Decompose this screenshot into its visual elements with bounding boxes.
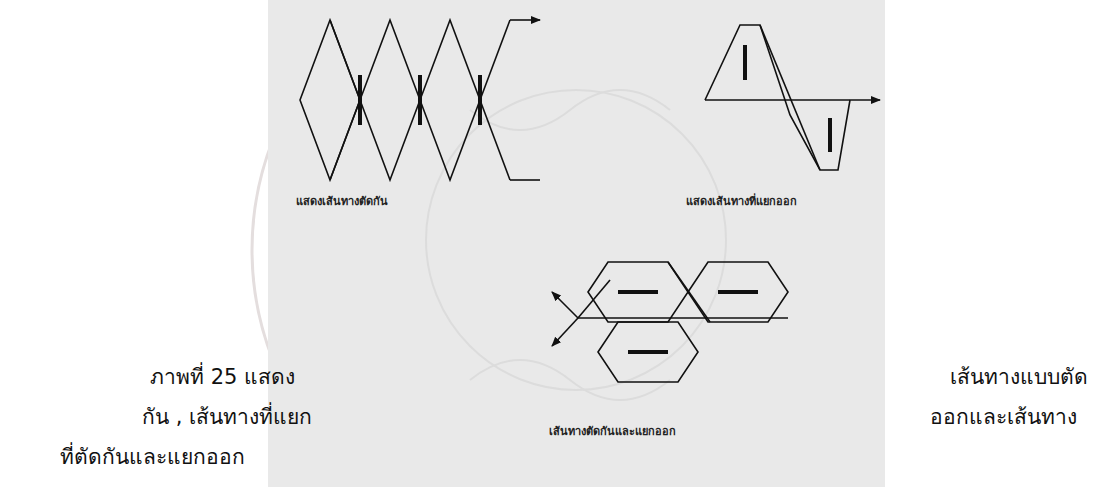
figure-subcaption: แสดงเส้นทางที่แยกออก [686, 192, 797, 210]
caption-fragment: ที่ตัดกันและแยกออก [60, 440, 245, 473]
caption-fragment: ภาพที่ 25 แสดง [150, 360, 295, 393]
caption-fragment: เส้นทางแบบตัด [950, 360, 1088, 393]
figure-subcaption: แสดงเส้นทางตัดกัน [296, 192, 388, 210]
caption-fragment: ออกและเส้นทาง [930, 400, 1077, 433]
separating-route [705, 25, 880, 170]
crossing-separating-route [552, 262, 788, 382]
figure-subcaption: เส้นทางตัดกันและแยกออก [549, 422, 676, 440]
figure-panel [268, 0, 885, 487]
caption-fragment: กัน , เส้นทางที่แยก [142, 400, 312, 433]
crossing-route [300, 20, 540, 180]
